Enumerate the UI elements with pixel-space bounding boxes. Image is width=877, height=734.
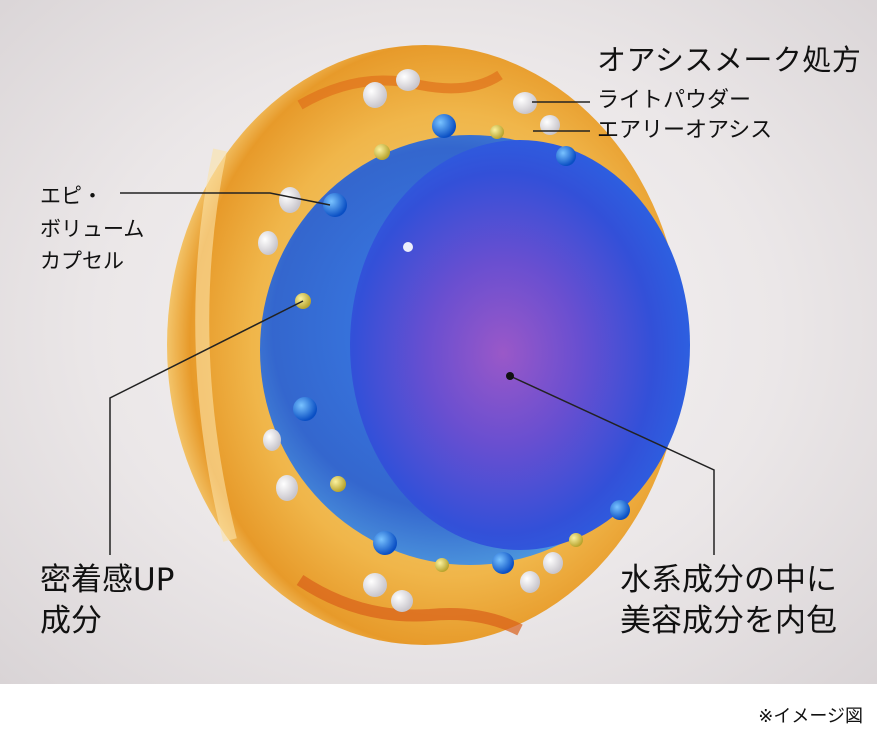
light-powder-particles — [258, 69, 563, 612]
capsule-illustration — [109, 45, 715, 645]
illustration-area: オアシスメーク処方 ライトパウダー エアリーオアシス エピ・ ボリューム カプセ… — [0, 0, 877, 684]
light-powder-label: ライトパウダー — [597, 88, 752, 113]
leader-inner — [509, 375, 715, 555]
leader-epi-volume — [120, 192, 331, 206]
core-sphere — [350, 140, 690, 550]
core-highlight — [403, 242, 413, 252]
image-caption: ※イメージ図 — [758, 706, 863, 727]
adhesion-label: 密着感UP 成分 — [40, 562, 175, 639]
leader-adhesion — [109, 300, 304, 555]
shell-orange-swirl-top — [297, 70, 503, 110]
leader-lines — [109, 101, 715, 555]
epi-volume-label: エピ・ ボリューム カプセル — [40, 184, 145, 274]
inner-dot-marker — [506, 372, 514, 380]
shell-rim-highlight — [195, 148, 237, 542]
inner-label: 水系成分の中に 美容成分を内包 — [620, 562, 837, 639]
formula-title: オアシスメーク処方 — [597, 43, 862, 77]
airy-oasis-label: エアリーオアシス — [597, 118, 773, 143]
epi-volume-capsules — [293, 114, 630, 574]
shell-orange-swirl-bottom — [296, 575, 523, 636]
